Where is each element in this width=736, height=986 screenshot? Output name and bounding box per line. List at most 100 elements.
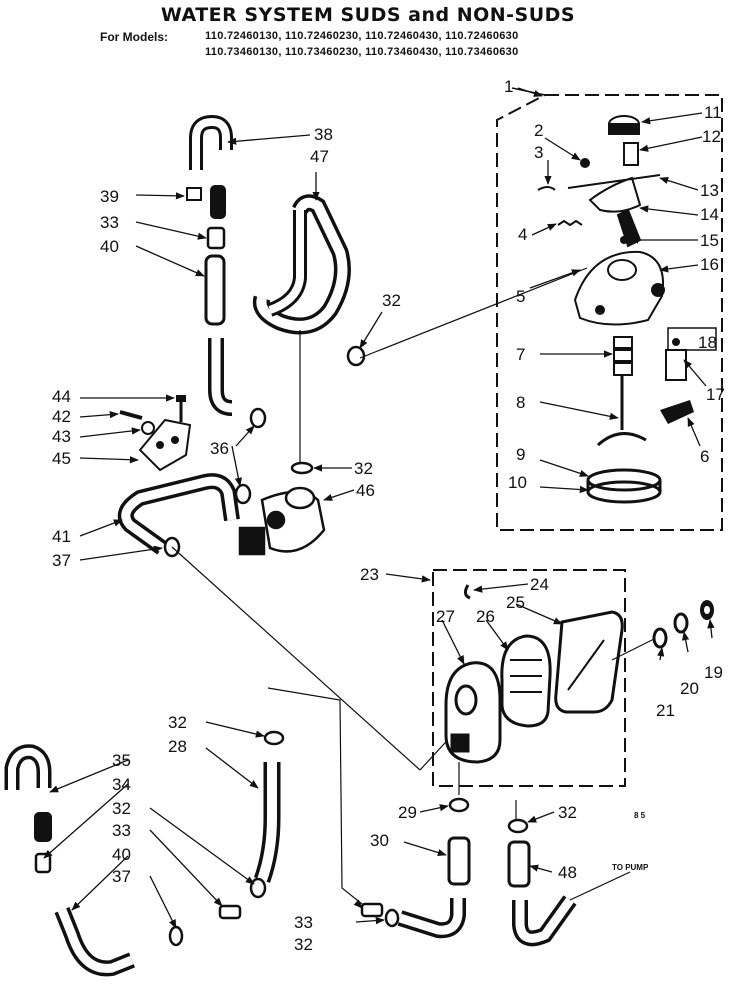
models-label: For Models:: [100, 30, 168, 44]
spring-4: [557, 219, 583, 227]
callout-44: 44: [52, 387, 71, 406]
filter-cover-25: [554, 610, 624, 714]
hose-40-upper: [204, 254, 226, 326]
hose-47: [252, 194, 351, 335]
clamp-36b: [234, 483, 252, 505]
callout-11: 11: [704, 103, 722, 122]
hose-41: [117, 473, 240, 555]
callout-34: 34: [112, 775, 131, 794]
callout-16: 16: [700, 255, 719, 274]
callout-41: 41: [52, 527, 71, 546]
callout-32-d: 32: [558, 803, 577, 822]
clip-18-box: [667, 327, 717, 351]
clamp-33-upper: [206, 226, 226, 250]
callout-32-b: 32: [354, 459, 373, 478]
callout-47: 47: [310, 147, 329, 166]
callout-28: 28: [168, 737, 187, 756]
callout-33-b: 33: [294, 913, 313, 932]
clamp-33-lower: [360, 902, 384, 918]
callout-4: 4: [518, 225, 527, 244]
callout-29: 29: [398, 803, 417, 822]
callout-2: 2: [534, 121, 543, 140]
callout-23: 23: [360, 565, 379, 584]
callout-30: 30: [370, 831, 389, 850]
valve-46: [238, 486, 326, 556]
clamp-32-h28: [263, 730, 285, 746]
callout-32-f: 32: [112, 799, 131, 818]
callout-40-a: 40: [100, 237, 119, 256]
callout-6: 6: [700, 447, 709, 466]
to-pump-label: TO PUMP: [612, 863, 649, 872]
clamp-36a: [249, 407, 267, 429]
callout-43: 43: [52, 427, 71, 446]
page-title: WATER SYSTEM SUDS and NON-SUDS: [160, 4, 576, 26]
valve-cap-11: [608, 115, 640, 135]
callout-18: 18: [698, 333, 717, 352]
seal-stack-7: [613, 336, 633, 376]
filter-assembly-box: [432, 569, 626, 787]
callout-48: 48: [558, 863, 577, 882]
clamp-33-h28: [218, 904, 242, 920]
filter-housing-27: [444, 661, 502, 764]
callout-32-e: 32: [294, 935, 313, 954]
callout-12: 12: [702, 127, 721, 146]
callout-3: 3: [534, 143, 543, 162]
filter-screen-26: [500, 634, 552, 728]
callout-39: 39: [100, 187, 119, 206]
callout-37-a: 37: [52, 551, 71, 570]
models-line-1: 110.72460130, 110.72460230, 110.72460430…: [205, 30, 519, 42]
clamp-32-pump: [507, 818, 529, 834]
callout-32-c: 32: [168, 713, 187, 732]
clamp-32-valve: [290, 461, 314, 475]
callout-15: 15: [700, 231, 719, 250]
page-mark: 8 5: [634, 811, 646, 820]
callout-25: 25: [506, 593, 525, 612]
models-line-2: 110.73460130, 110.73460230, 110.73460430…: [205, 46, 519, 58]
arm-6: [660, 400, 694, 424]
callout-27: 27: [436, 607, 455, 626]
callout-24: 24: [530, 575, 549, 594]
callout-33-a: 33: [100, 213, 119, 232]
callout-5: 5: [516, 287, 525, 306]
hose-30: [447, 836, 471, 886]
hose-clamp-39: [186, 187, 202, 201]
callout-32-a: 32: [382, 291, 401, 310]
connector-lower: [34, 812, 52, 842]
callout-37-b: 37: [112, 867, 131, 886]
clamp-29: [448, 797, 470, 813]
callout-8: 8: [516, 393, 525, 412]
callout-46: 46: [356, 481, 375, 500]
callout-36: 36: [210, 439, 229, 458]
callout-38: 38: [314, 125, 333, 144]
callout-10: 10: [508, 473, 527, 492]
screw-42: [119, 410, 143, 420]
spring-12: [623, 142, 639, 166]
clip-24: [463, 584, 471, 600]
callout-42: 42: [52, 407, 71, 426]
hose-38: [189, 114, 233, 170]
connector-short: [210, 185, 226, 219]
seal-15: [620, 236, 628, 244]
clip-3: [537, 186, 556, 191]
clamp-32-lower: [384, 908, 400, 928]
callout-21: 21: [656, 701, 675, 720]
washer-43: [141, 421, 155, 435]
screw-2: [580, 158, 590, 168]
callout-17: 17: [706, 385, 725, 404]
callout-1: 1: [504, 77, 513, 96]
callout-13: 13: [700, 181, 719, 200]
washer-21: [652, 627, 668, 649]
callout-19: 19: [704, 663, 723, 682]
callout-35: 35: [112, 751, 131, 770]
callout-45: 45: [52, 449, 71, 468]
bracket-17: [665, 338, 687, 381]
hose-48: [507, 840, 531, 888]
callout-40-b: 40: [112, 845, 131, 864]
callout-9: 9: [516, 445, 525, 464]
agitator-9: [596, 432, 647, 447]
callout-26: 26: [476, 607, 495, 626]
callout-14: 14: [700, 205, 719, 224]
washer-20: [673, 612, 689, 634]
